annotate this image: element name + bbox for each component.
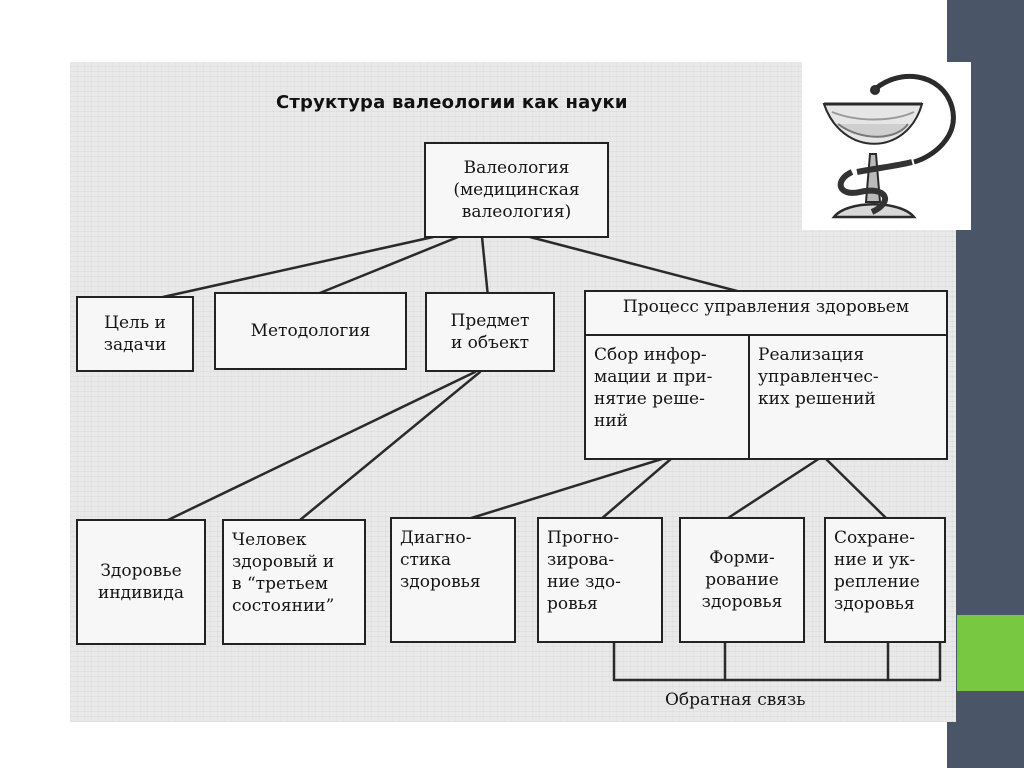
node-goal-label: Цель и задачи xyxy=(103,313,167,355)
node-methodology: Методология xyxy=(214,292,407,370)
node-process-label: Процесс управления здоровьем xyxy=(622,297,910,317)
logo-container xyxy=(802,62,971,230)
node-preservation-label: Сохране- ние и ук- репление здоровья xyxy=(834,528,920,614)
node-collect-info-label: Сбор инфор- мации и при- нятие реше- ний xyxy=(594,345,713,431)
node-healthy-person-label: Человек здоровый и в “третьем состоянии” xyxy=(232,530,335,616)
node-goal: Цель и задачи xyxy=(76,296,194,372)
node-individual-health: Здоровье индивида xyxy=(76,519,206,645)
node-subject-label: Предмет и объект xyxy=(450,311,530,353)
node-process: Процесс управления здоровьем xyxy=(584,290,948,336)
node-healthy-person: Человек здоровый и в “третьем состоянии” xyxy=(222,519,366,645)
node-realization: Реализация управленчес- ких решений xyxy=(748,334,948,460)
node-formation-label: Форми- рование здоровья xyxy=(701,548,783,612)
node-valeology-label: Валеология (медицинская валеология) xyxy=(453,158,580,222)
node-methodology-label: Методология xyxy=(250,321,371,341)
node-forecasting-label: Прогно- зирова- ние здо- ровья xyxy=(547,528,621,614)
feedback-label: Обратная связь xyxy=(665,690,806,710)
diagram-title: Структура валеологии как науки xyxy=(276,92,628,113)
node-diagnostics: Диагно- стика здоровья xyxy=(390,517,516,643)
node-formation: Форми- рование здоровья xyxy=(679,517,805,643)
node-realization-label: Реализация управленчес- ких решений xyxy=(758,345,879,409)
node-subject: Предмет и объект xyxy=(425,292,555,372)
node-collect-info: Сбор инфор- мации и при- нятие реше- ний xyxy=(584,334,750,460)
node-forecasting: Прогно- зирова- ние здо- ровья xyxy=(537,517,663,643)
bowl-of-hygieia-icon xyxy=(822,74,956,219)
green-accent-bar xyxy=(957,615,1024,691)
node-valeology: Валеология (медицинская валеология) xyxy=(424,142,609,238)
node-diagnostics-label: Диагно- стика здоровья xyxy=(400,528,481,592)
node-individual-health-label: Здоровье индивида xyxy=(98,561,184,603)
node-preservation: Сохране- ние и ук- репление здоровья xyxy=(824,517,946,643)
